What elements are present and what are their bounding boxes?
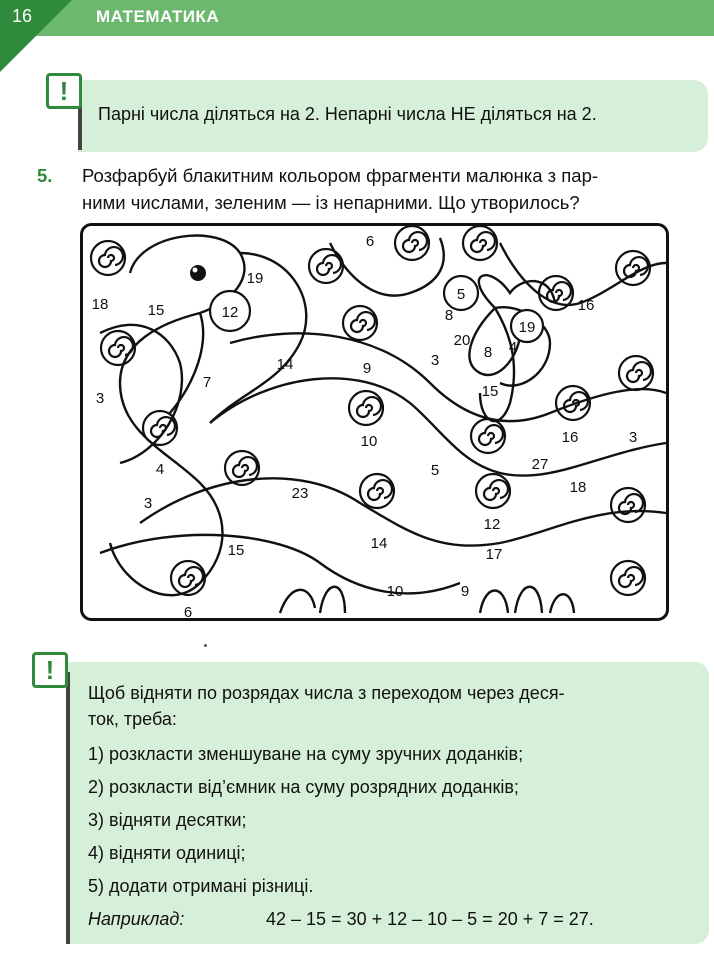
picture-number: 14 — [371, 535, 388, 552]
picture-number: 5 — [431, 462, 439, 479]
picture-number: 9 — [363, 360, 371, 377]
rule-text: Парні числа діляться на 2. Непарні числа… — [98, 104, 597, 124]
exclamation-icon: ! — [46, 73, 82, 109]
picture-number: 16 — [578, 297, 595, 314]
picture-number: 23 — [292, 485, 309, 502]
picture-number: 3 — [144, 495, 152, 512]
example-row: Наприклад: 42 – 15 = 30 + 12 – 10 – 5 = … — [88, 903, 691, 936]
page-number: 16 — [12, 6, 33, 26]
example-expression: 42 – 15 = 30 + 12 – 10 – 5 = 20 + 7 = 27… — [266, 909, 594, 929]
picture-number: 16 — [562, 429, 579, 446]
rule-note-bar — [78, 92, 82, 150]
picture-number: 27 — [532, 456, 549, 473]
picture-number: 4 — [509, 339, 517, 356]
page-corner — [0, 0, 72, 72]
picture-number: 15 — [482, 383, 499, 400]
picture-number: 12 — [484, 516, 501, 533]
picture-number: 15 — [148, 302, 165, 319]
step-item: 4) відняти одиниці; — [88, 843, 246, 863]
picture-number: 6 — [366, 233, 374, 250]
exclamation-icon: ! — [32, 652, 68, 688]
picture-number: 14 — [277, 356, 294, 373]
task-5: 5. Розфарбуй блакитним кольором фрагмент… — [37, 162, 688, 216]
picture-number: 9 — [461, 583, 469, 600]
step-item: 5) додати отримані різниці. — [88, 876, 314, 896]
picture-number: 3 — [431, 352, 439, 369]
stray-dot — [204, 644, 207, 647]
rule-note: Парні числа діляться на 2. Непарні числа… — [78, 80, 708, 152]
picture-number: 8 — [484, 344, 492, 361]
picture-number: 10 — [361, 433, 378, 450]
step-item: 2) розкласти від’ємник на суму розрядних… — [88, 777, 519, 797]
picture-number: 7 — [203, 374, 211, 391]
step-item: 3) відняти десятки; — [88, 810, 247, 830]
picture-number: 19 — [519, 319, 536, 336]
picture-number: 12 — [222, 304, 239, 321]
section-title: МАТЕМАТИКА — [96, 7, 220, 26]
picture-number: 8 — [445, 307, 453, 324]
picture-number: 15 — [228, 542, 245, 559]
page-header — [0, 0, 714, 36]
subtraction-rule-intro-line-2: ток, треба: — [88, 709, 177, 729]
picture-number: 18 — [570, 479, 587, 496]
picture-number: 3 — [629, 429, 637, 446]
picture-number: 6 — [184, 604, 192, 621]
subtraction-rule-note: Щоб відняти по розрядах числа з переходо… — [66, 662, 709, 944]
picture-number: 4 — [156, 461, 164, 478]
task-line-2: ними числами, зеленим — із непарними. Що… — [82, 192, 580, 213]
example-label: Наприклад: — [88, 909, 185, 929]
coloring-picture: 6 19 18 15 12 5 8 16 19 20 8 4 3 14 9 7 … — [80, 223, 669, 621]
task-number: 5. — [37, 165, 53, 186]
subtraction-rule-intro-line-1: Щоб відняти по розрядах числа з переходо… — [88, 683, 565, 703]
subtraction-note-bar — [66, 672, 70, 944]
picture-number: 19 — [247, 270, 264, 287]
subtraction-rule-intro: Щоб відняти по розрядах числа з переходо… — [88, 680, 691, 732]
step-item: 1) розкласти зменшуване на суму зручних … — [88, 744, 524, 764]
task-line-1: Розфарбуй блакитним кольором фрагменти м… — [82, 165, 599, 186]
picture-number: 18 — [92, 296, 109, 313]
picture-number: 20 — [454, 332, 471, 349]
picture-number: 17 — [486, 546, 503, 563]
picture-number: 10 — [387, 583, 404, 600]
picture-number: 5 — [457, 286, 465, 303]
picture-number: 3 — [96, 390, 104, 407]
